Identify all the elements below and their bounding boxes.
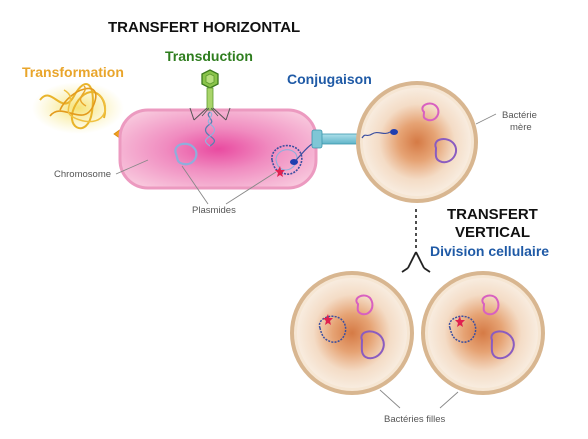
label-bacteries-filles: Bactéries filles <box>384 414 445 425</box>
leader-bacterie-mere <box>475 113 497 125</box>
label-plasmides: Plasmides <box>192 205 236 216</box>
leader-plasmides-left <box>181 165 209 205</box>
rod-marker-star <box>275 166 285 177</box>
leader-plasmides-right <box>225 171 277 205</box>
bacteriophage <box>189 69 231 147</box>
daughter-bacterium-left <box>290 271 414 395</box>
heading-vertical-transfer-line2: VERTICAL <box>455 224 530 241</box>
transferred-strand <box>295 143 313 161</box>
recipient-bacterium <box>118 108 318 190</box>
heading-horizontal-transfer: TRANSFERT HORIZONTAL <box>108 19 300 36</box>
label-transformation: Transformation <box>22 64 124 80</box>
division-arrow-split <box>401 251 431 273</box>
leader-filles-right <box>439 391 459 409</box>
heading-vertical-transfer-line1: TRANSFERT <box>447 206 538 223</box>
label-conjugaison: Conjugaison <box>287 71 372 87</box>
leader-chromosome <box>115 159 149 175</box>
label-bacterie-mere-line1: Bactérie <box>502 110 537 121</box>
mother-bacterium <box>356 81 478 203</box>
rod-oriT-blue <box>290 159 298 165</box>
leader-filles-left <box>379 389 401 409</box>
free-dna-fragments <box>32 82 127 137</box>
label-bacterie-mere-line2: mère <box>510 122 532 133</box>
rod-plasmid-right-inner <box>275 149 298 171</box>
daughter-bacterium-right <box>421 271 545 395</box>
rod-plasmid-left <box>174 142 198 166</box>
rod-plasmid-right <box>271 144 303 175</box>
label-cell-division: Division cellulaire <box>430 243 549 259</box>
conjugation-pilus <box>311 129 365 149</box>
label-chromosome: Chromosome <box>54 169 111 180</box>
label-transduction: Transduction <box>165 48 253 64</box>
